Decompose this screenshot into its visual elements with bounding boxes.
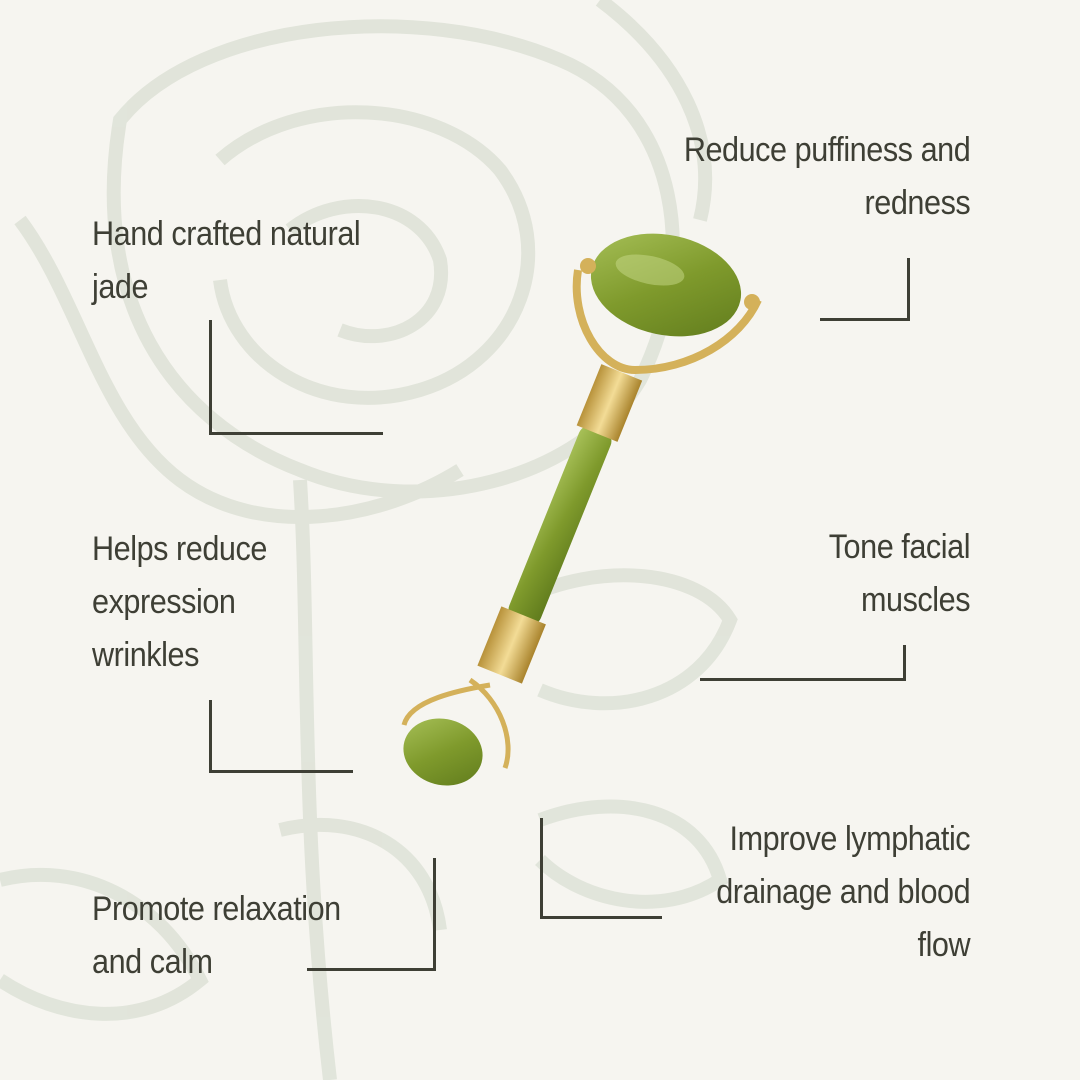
feature-text-line: Tone facial: [828, 528, 971, 566]
feature-text-line: wrinkles: [92, 636, 199, 674]
connector-line: [209, 432, 383, 435]
feature-relaxation: Promote relaxation and calm: [92, 883, 341, 989]
connector-line: [700, 678, 906, 681]
feature-text-line: Reduce puffiness and: [683, 131, 971, 169]
connector-line: [433, 858, 436, 971]
connector-line: [907, 258, 910, 321]
connector-line: [209, 320, 212, 435]
feature-text-line: drainage and blood: [716, 873, 970, 911]
connector-line: [209, 700, 212, 773]
feature-text-line: Improve lymphatic: [729, 820, 970, 858]
feature-hand-crafted: Hand crafted natural jade: [92, 208, 361, 314]
connector-line: [540, 818, 543, 919]
connector-line: [209, 770, 353, 773]
connector-line: [307, 968, 436, 971]
feature-tone-muscles: Tone facial muscles: [828, 521, 971, 627]
feature-text-line: jade: [92, 268, 149, 306]
feature-reduce-wrinkles: Helps reduce expression wrinkles: [92, 523, 267, 682]
feature-text-line: and calm: [92, 943, 213, 981]
connector-line: [820, 318, 910, 321]
feature-text-line: Helps reduce: [92, 530, 267, 568]
feature-text-line: Promote relaxation: [92, 890, 341, 928]
feature-text-line: redness: [864, 184, 970, 222]
feature-reduce-puffiness: Reduce puffiness and redness: [683, 124, 971, 230]
feature-text-line: Hand crafted natural: [92, 215, 361, 253]
feature-text-line: muscles: [860, 581, 971, 619]
connector-line: [903, 645, 906, 681]
feature-text-line: expression: [92, 583, 236, 621]
feature-lymphatic-drainage: Improve lymphatic drainage and blood flo…: [716, 813, 970, 972]
feature-text-line: flow: [917, 926, 970, 964]
connector-line: [540, 916, 662, 919]
